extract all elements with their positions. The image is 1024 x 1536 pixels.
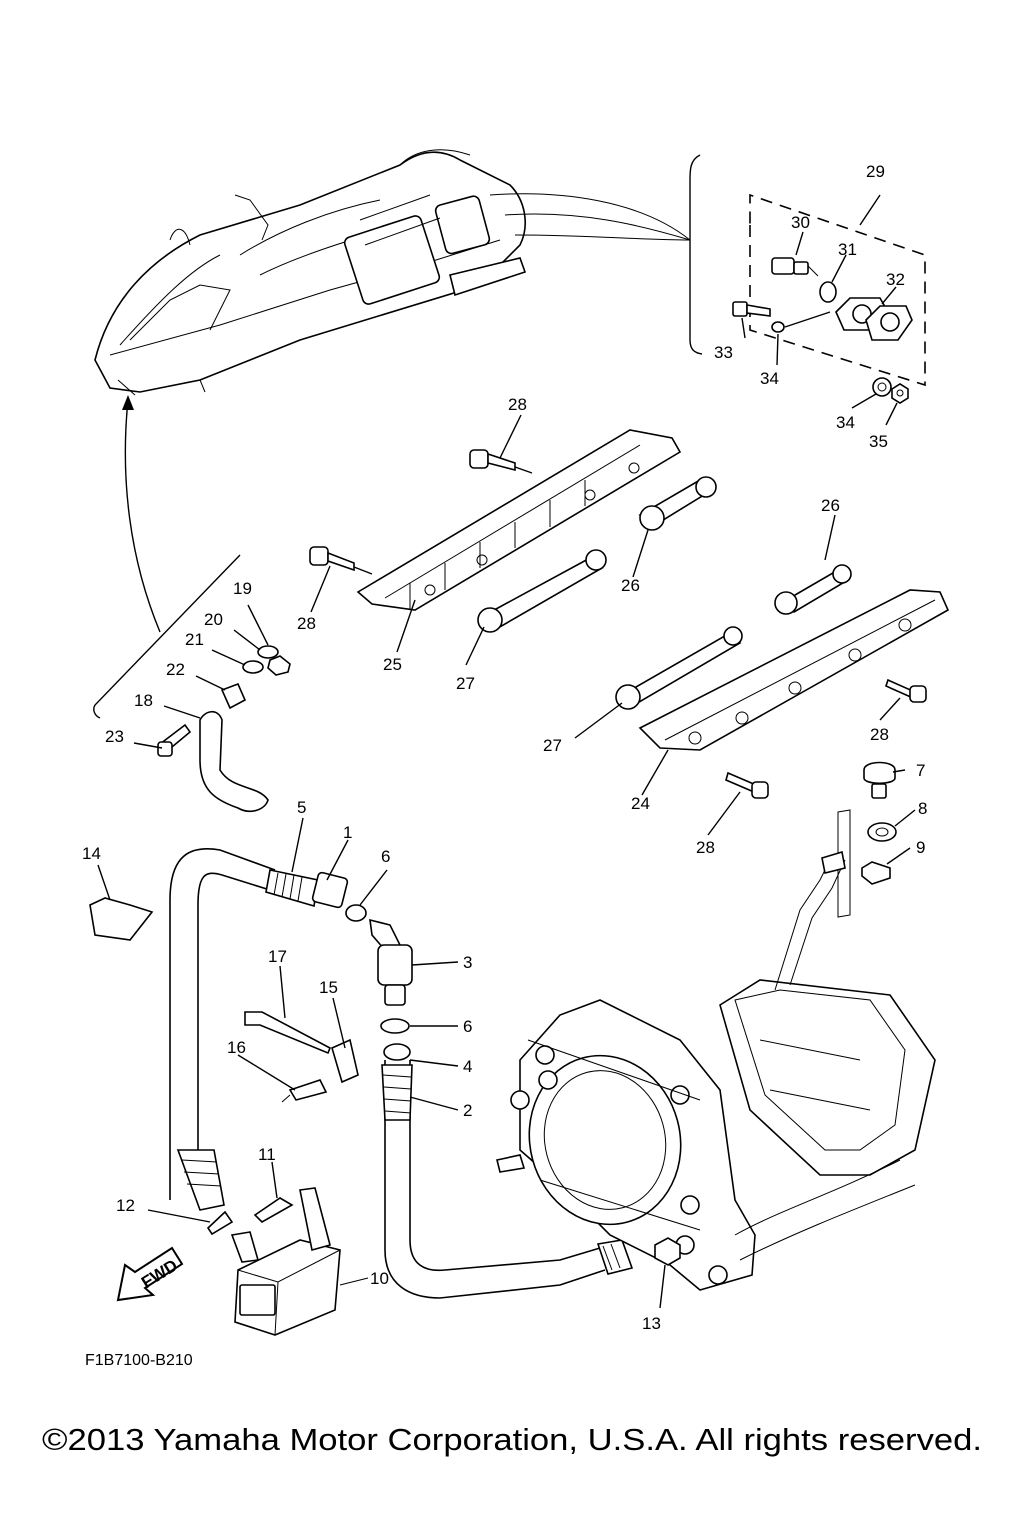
callout-34a: 34 xyxy=(760,369,779,388)
callout-28d: 28 xyxy=(696,838,715,857)
callout-29: 29 xyxy=(866,162,885,181)
callout-34b: 34 xyxy=(836,413,855,432)
callout-22: 22 xyxy=(166,660,185,679)
callout-35: 35 xyxy=(869,432,888,451)
callout-31: 31 xyxy=(838,240,857,259)
drain-plug-stack xyxy=(837,761,916,918)
fwd-arrow-icon xyxy=(116,1246,184,1302)
watercraft-illustration xyxy=(94,149,527,396)
hoses xyxy=(169,848,634,1299)
callout-19: 19 xyxy=(233,579,252,598)
callout-7: 7 xyxy=(916,761,925,780)
callout-18: 18 xyxy=(134,691,153,710)
valve-3 xyxy=(345,869,459,1111)
callout-4: 4 xyxy=(463,1057,472,1076)
callout-21: 21 xyxy=(185,630,204,649)
callout-6b: 6 xyxy=(463,1017,472,1036)
clip-14 xyxy=(89,897,154,941)
callout-13: 13 xyxy=(642,1314,661,1333)
tie-clip-rivet xyxy=(237,965,359,1103)
callout-11: 11 xyxy=(258,1145,276,1164)
callout-23: 23 xyxy=(105,727,124,746)
callout-6a: 6 xyxy=(381,847,390,866)
callout-28b: 28 xyxy=(297,614,316,633)
bracket-group-18 xyxy=(133,604,291,812)
callout-8: 8 xyxy=(918,799,927,818)
callout-25: 25 xyxy=(383,655,402,674)
callout-32: 32 xyxy=(886,270,905,289)
bolt-28-upper xyxy=(309,449,533,575)
callout-27a: 27 xyxy=(456,674,475,693)
callout-27b: 27 xyxy=(543,736,562,755)
callout-16: 16 xyxy=(227,1038,246,1057)
callout-26a: 26 xyxy=(621,576,640,595)
callout-30: 30 xyxy=(791,213,810,232)
brackets-lower xyxy=(615,564,852,710)
diagram-code: F1B7100-B210 xyxy=(85,1352,193,1369)
brackets-upper xyxy=(477,476,717,633)
callout-1: 1 xyxy=(343,823,352,842)
module-10 xyxy=(147,1161,369,1336)
callout-20: 20 xyxy=(204,610,223,629)
callout-24: 24 xyxy=(631,794,650,813)
callout-17: 17 xyxy=(268,947,287,966)
callout-2: 2 xyxy=(463,1101,472,1120)
lower-sponson-rail xyxy=(638,589,950,751)
callout-33: 33 xyxy=(714,343,733,362)
callout-14: 14 xyxy=(82,844,101,863)
callout-labels: 1 2 3 4 5 6 6 7 8 9 10 11 12 13 14 15 16… xyxy=(82,162,927,1333)
jet-pump-housing xyxy=(496,850,936,1291)
callout-10: 10 xyxy=(370,1269,389,1288)
bolts-28-lower xyxy=(725,678,927,799)
callout-5: 5 xyxy=(297,798,306,817)
callout-3: 3 xyxy=(463,953,472,972)
inset-group-29 xyxy=(732,193,926,426)
nut-13 xyxy=(654,1237,681,1309)
copyright-notice: ©2013 Yamaha Motor Corporation, U.S.A. A… xyxy=(42,1422,982,1457)
callout-12: 12 xyxy=(116,1196,135,1215)
callout-28c: 28 xyxy=(870,725,889,744)
callout-9: 9 xyxy=(916,838,925,857)
callout-15: 15 xyxy=(319,978,338,997)
upper-sponson-rail xyxy=(356,429,682,611)
callout-26b: 26 xyxy=(821,496,840,515)
callout-28a: 28 xyxy=(508,395,527,414)
